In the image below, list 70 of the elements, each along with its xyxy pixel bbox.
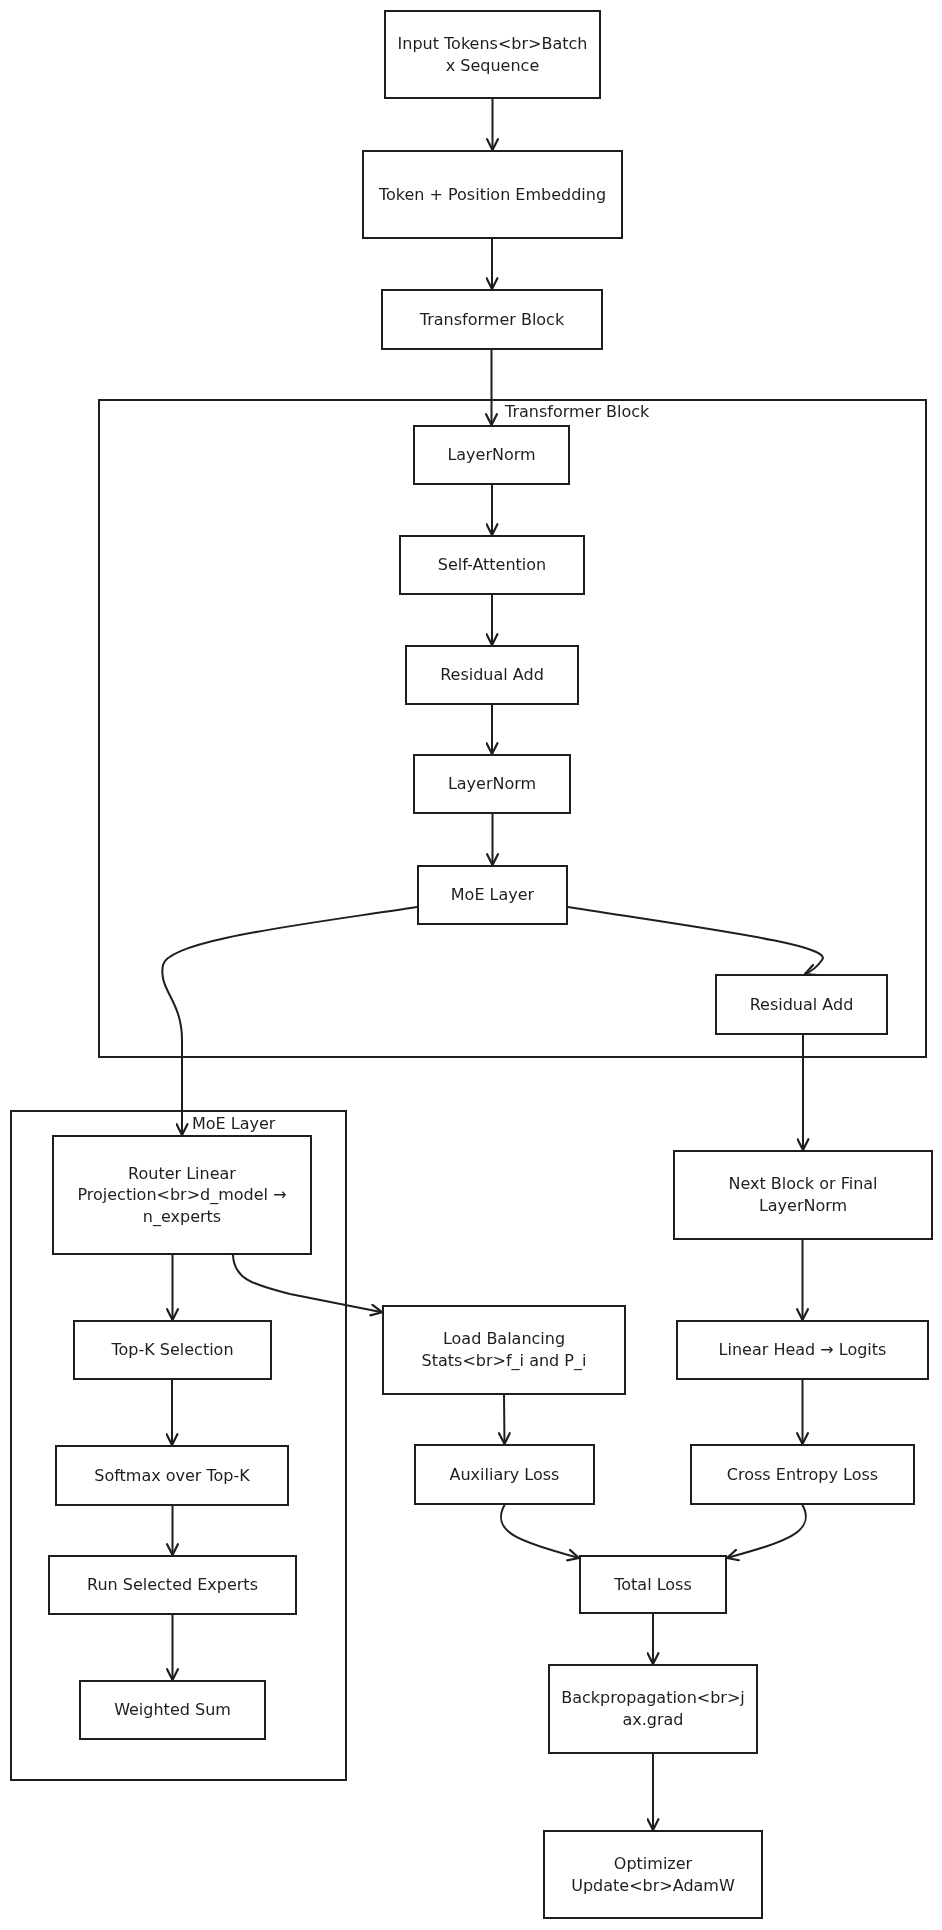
node-label: Input Tokens<br>Batch x Sequence	[396, 32, 589, 77]
node-label: Transformer Block	[419, 308, 565, 331]
node-label: LayerNorm	[447, 444, 536, 466]
node-label: Top-K Selection	[111, 1339, 234, 1361]
process-box	[399, 535, 585, 595]
arrow	[646, 1613, 660, 1666]
node-label: Residual Add	[749, 993, 854, 1016]
process-box	[382, 1305, 626, 1395]
arrow	[166, 1505, 179, 1557]
node-label: Auxiliary Loss	[449, 1463, 560, 1486]
group-title: Transformer Block	[505, 402, 650, 422]
group-title: MoE Layer	[192, 1114, 276, 1134]
process-box	[579, 1555, 727, 1614]
arrow	[725, 1504, 807, 1562]
arrow	[646, 1753, 660, 1832]
arrow	[499, 1504, 581, 1562]
process-box	[543, 1830, 763, 1919]
process-box	[384, 10, 601, 99]
process-box	[413, 754, 571, 814]
arrow	[486, 98, 499, 152]
process-box	[48, 1555, 297, 1615]
subgraph-frame	[10, 1110, 347, 1781]
node-label: Load Balancing Stats<br>f_i and P_i	[420, 1328, 588, 1372]
process-box	[673, 1150, 933, 1240]
arrow	[485, 594, 499, 647]
process-box	[417, 865, 568, 925]
node-label: Self-Attention	[437, 554, 547, 576]
arrow	[485, 484, 499, 537]
arrow	[165, 1379, 179, 1447]
node-label: Weighted Sum	[114, 1699, 231, 1721]
node-label: Total Loss	[614, 1573, 692, 1596]
arrow	[796, 1239, 809, 1322]
process-box	[79, 1680, 266, 1740]
arrow	[161, 906, 418, 1137]
arrow	[485, 349, 498, 427]
process-box	[414, 1444, 595, 1505]
process-box	[548, 1664, 758, 1754]
process-box	[405, 645, 579, 705]
arrow	[796, 1034, 810, 1152]
process-box	[362, 150, 623, 239]
arrow	[166, 1614, 179, 1682]
node-label: Cross Entropy Loss	[726, 1463, 879, 1486]
node-label: Softmax over Top-K	[94, 1464, 250, 1487]
arrow	[485, 704, 499, 756]
arrow	[796, 1379, 809, 1446]
node-label: Run Selected Experts	[87, 1574, 258, 1596]
arrow	[497, 1394, 511, 1446]
arrow	[485, 238, 499, 291]
process-box	[52, 1135, 312, 1255]
node-label: Optimizer Update<br>AdamW	[570, 1852, 736, 1897]
process-box	[690, 1444, 915, 1505]
process-box	[55, 1445, 289, 1506]
node-label: Backpropagation<br>jax.grad	[560, 1687, 746, 1731]
process-box	[73, 1320, 272, 1380]
arrow	[567, 906, 824, 976]
node-label: LayerNorm	[447, 773, 537, 795]
node-label: MoE Layer	[450, 884, 535, 906]
node-label: Next Block or Final LayerNorm	[727, 1173, 879, 1217]
node-label: Linear Head → Logits	[718, 1339, 887, 1361]
node-label: Token + Position Embedding	[378, 183, 607, 206]
subgraph-frame	[98, 399, 927, 1058]
process-box	[381, 289, 603, 350]
arrow	[166, 1254, 179, 1322]
arrow	[486, 813, 499, 867]
arrow	[231, 1254, 384, 1317]
process-box	[676, 1320, 929, 1380]
node-label: Residual Add	[440, 664, 544, 686]
process-box	[715, 974, 888, 1035]
node-label: Router Linear Projection<br>d_model → n_experts	[76, 1162, 288, 1228]
process-box	[413, 425, 570, 485]
